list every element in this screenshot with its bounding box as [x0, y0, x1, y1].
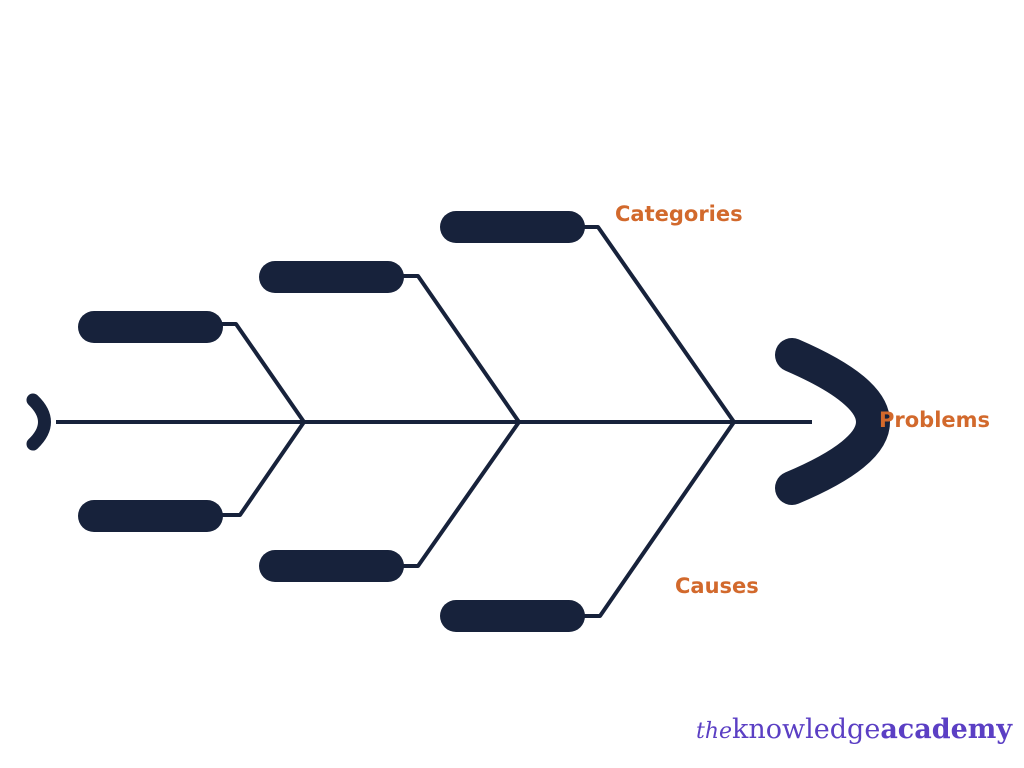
category-box-1: [78, 311, 223, 343]
bone-lower-3: [582, 420, 736, 618]
bone-upper-2: [400, 274, 521, 424]
cause-box-2: [259, 550, 404, 582]
bone-upper-3: [582, 225, 736, 424]
causes-label: Causes: [675, 574, 759, 598]
category-box-2: [259, 261, 404, 293]
cause-box-1: [78, 500, 223, 532]
logo-the: the: [696, 719, 733, 744]
brand-logo: theknowledgeacademy: [696, 714, 1012, 745]
logo-knowledge: knowledge: [732, 714, 881, 745]
logo-academy: academy: [880, 714, 1013, 745]
categories-label: Categories: [615, 202, 743, 226]
bone-lower-2: [400, 420, 521, 568]
problems-label: Problems: [879, 408, 990, 432]
bone-lower-1: [220, 420, 306, 517]
fish-tail: [26, 393, 51, 451]
fish-head: [775, 338, 891, 505]
cause-box-3: [440, 600, 585, 632]
category-box-3: [440, 211, 585, 243]
bone-upper-1: [220, 322, 306, 424]
